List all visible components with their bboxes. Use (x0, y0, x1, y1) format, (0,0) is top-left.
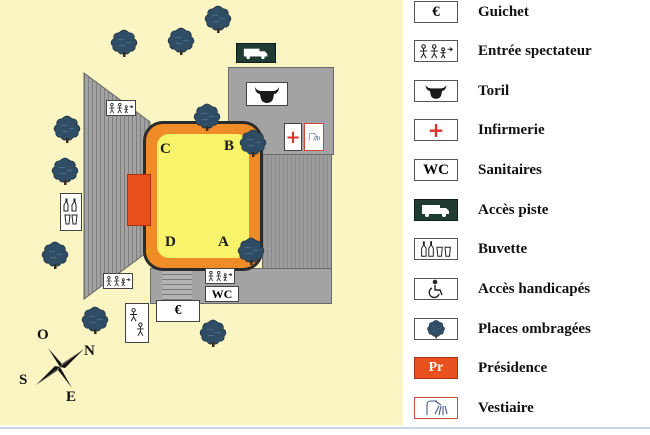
bull-head-icon (414, 80, 458, 102)
gate-d: D (165, 234, 176, 250)
tree-icon (192, 102, 222, 132)
presidence-icon: Pr (414, 357, 458, 379)
compass-west: O (37, 327, 49, 343)
vestiaire-marker (304, 123, 324, 151)
legend-item-infirmerie: + Infirmerie (414, 118, 545, 142)
gate-a: A (218, 234, 229, 250)
tree-icon (414, 318, 458, 340)
entree-marker-south (205, 268, 235, 284)
wc-icon: WC (414, 159, 458, 181)
legend-label: Accès handicapés (478, 280, 591, 297)
right-stands (262, 150, 332, 277)
people-icon (105, 275, 131, 287)
buvette-marker (60, 193, 82, 231)
legend-item-presidence: Pr Présidence (414, 357, 547, 379)
legend-label: Sanitaires (478, 161, 542, 178)
tree-icon (203, 4, 233, 34)
red-cross-icon: + (285, 126, 301, 148)
tree-icon (52, 114, 82, 144)
gate-b: B (224, 138, 235, 154)
legend-label: Buvette (478, 240, 528, 257)
wheelchair-icon (414, 278, 458, 300)
tree-icon (40, 240, 70, 270)
tree-icon (236, 236, 266, 266)
compass-north: N (84, 343, 95, 359)
infirmerie-marker: + (284, 123, 302, 151)
legend-label: Places ombragées (478, 320, 591, 337)
tree-icon (166, 26, 196, 56)
legend-label: Accès piste (478, 201, 549, 218)
tree-icon (50, 156, 80, 186)
legend-item-toril: Toril (414, 80, 509, 102)
legend-label: Entrée spectateur (478, 42, 592, 59)
truck-icon (414, 199, 458, 221)
bottles-icon (414, 238, 458, 260)
compass-rose (36, 348, 84, 388)
people-icon (108, 102, 134, 114)
euro-icon: € (174, 303, 182, 318)
legend-item-handicapes: Accès handicapés (414, 278, 590, 300)
legend-item-buvette: Buvette (414, 238, 527, 260)
bottles-icon (63, 198, 78, 225)
legend-label: Présidence (478, 359, 548, 376)
truck-icon (243, 46, 269, 60)
tree-icon (80, 305, 110, 335)
legend-item-vestiaire: Vestiaire (414, 397, 534, 419)
euro-icon: € (414, 1, 458, 23)
legend-item-entree: Entrée spectateur (414, 40, 592, 62)
entree-marker-north (106, 100, 136, 116)
red-cross-icon: + (414, 118, 458, 142)
bull-head-icon (252, 84, 282, 104)
legend-item-acces-piste: Accès piste (414, 199, 548, 221)
shower-icon (414, 397, 458, 419)
legend-label: Toril (478, 82, 510, 99)
gate-c: C (160, 141, 171, 157)
entree-marker-west (103, 273, 133, 289)
acces-piste-marker (236, 43, 276, 63)
entrance-steps (162, 268, 192, 300)
presidence-box (127, 174, 151, 226)
people-icon (207, 270, 233, 282)
toril-marker (246, 82, 288, 106)
wc-text: WC (211, 286, 233, 301)
wc-marker: WC (205, 286, 239, 302)
people-icon (414, 40, 458, 62)
shower-icon (306, 130, 322, 144)
tree-icon (238, 128, 268, 158)
people-icon (130, 308, 144, 336)
tree-icon (109, 28, 139, 58)
legend-label: Vestiaire (478, 399, 534, 416)
compass-south: S (19, 372, 28, 388)
entree-marker-outside (125, 303, 149, 343)
legend-item-sanitaires: WC Sanitaires (414, 159, 542, 181)
legend-item-ombragees: Places ombragées (414, 318, 591, 340)
guichet-marker: € (156, 300, 200, 322)
legend-label: Infirmerie (478, 121, 545, 138)
compass-east: E (66, 389, 77, 405)
legend-item-guichet: € Guichet (414, 1, 529, 23)
bottom-divider (0, 427, 650, 429)
arena-sand (157, 134, 249, 258)
tree-icon (198, 318, 228, 348)
legend-label: Guichet (478, 3, 529, 20)
